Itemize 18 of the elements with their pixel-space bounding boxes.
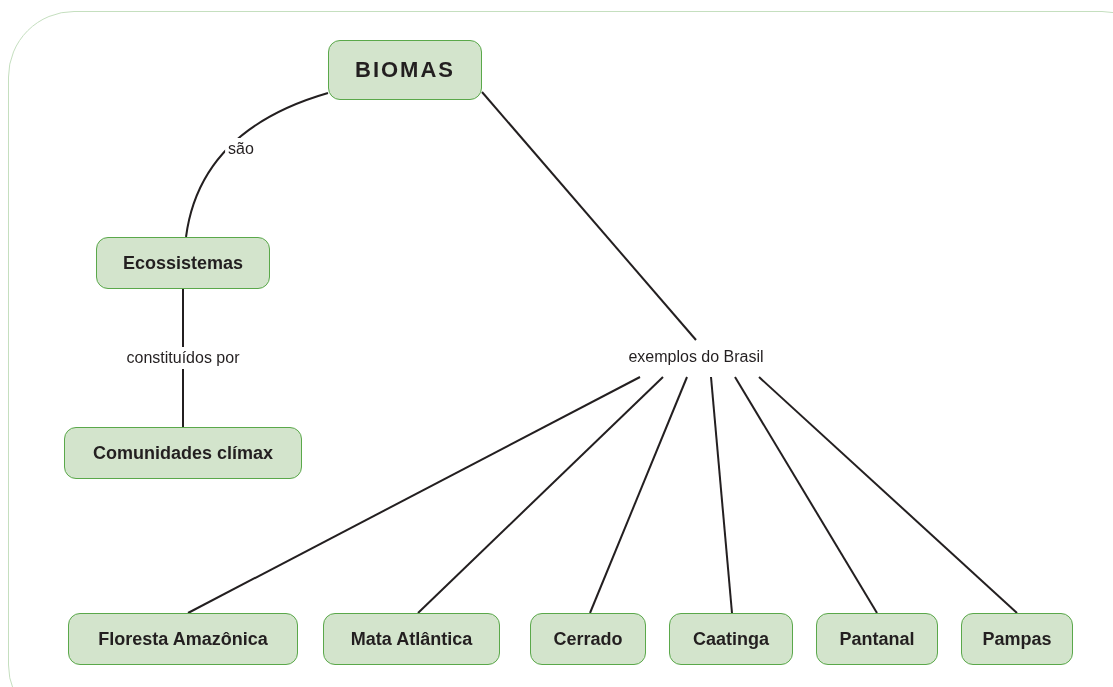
connector-line (187, 376, 641, 614)
connector-line (734, 376, 878, 614)
concept-box: Pantanal (816, 613, 938, 665)
connector-line (589, 376, 688, 614)
concept-box: Pampas (961, 613, 1073, 665)
connector-line (481, 91, 697, 341)
concept-box: Floresta Amazônica (68, 613, 298, 665)
concept-box: BIOMAS (328, 40, 482, 100)
concept-label: exemplos do Brasil (628, 348, 764, 366)
concept-box: Cerrado (530, 613, 646, 665)
connector-line (185, 92, 329, 238)
connector-line (758, 376, 1018, 614)
connector-line (710, 376, 733, 614)
concept-box: Ecossistemas (96, 237, 270, 289)
connector-line (417, 376, 664, 614)
concept-box: Mata Atlântica (323, 613, 500, 665)
concept-box: Comunidades clímax (64, 427, 302, 479)
concept-box: Caatinga (669, 613, 793, 665)
